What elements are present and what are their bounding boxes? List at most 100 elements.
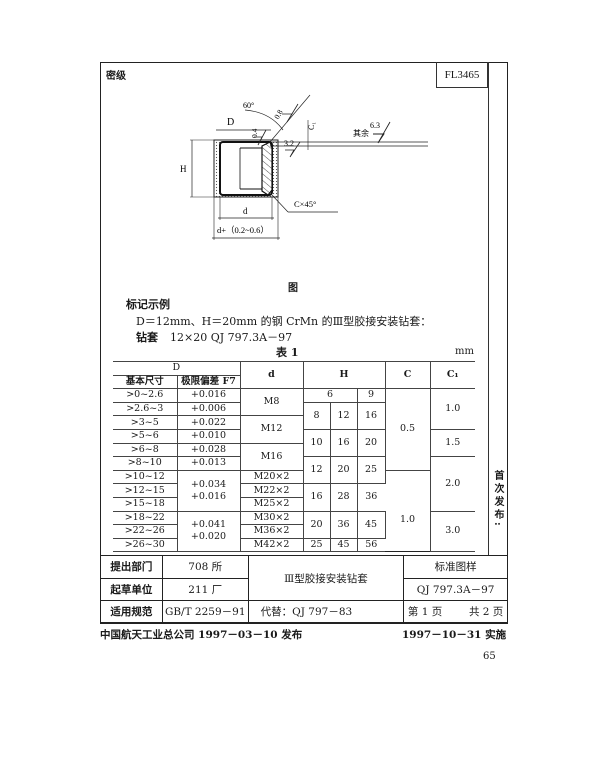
H-cell: 45 <box>356 510 386 539</box>
marking-example-value: 12×20 QJ 797.3A－97 <box>170 331 293 344</box>
replaces-value: 代替：QJ 797－83 <box>247 600 405 624</box>
d-cell: M8 <box>239 388 304 417</box>
table-row: >10~12 +0.034 +0.016 M20×2 <box>113 469 475 512</box>
H-cell: 45 <box>329 537 358 553</box>
table-row: >15~18 M25×2 <box>113 496 475 512</box>
header-basic-size: 基本尺寸 <box>113 374 178 390</box>
d-cell: M30×2 <box>239 510 304 526</box>
applicable-value: GB/T 2259－91 <box>161 600 249 624</box>
first-release-label: 首次发布: <box>492 470 503 529</box>
table-row: >5~6 +0.010 10 16 20 1.5 <box>113 428 475 458</box>
d-cell: M12 <box>239 415 303 444</box>
page-number: 65 <box>483 651 496 662</box>
basic-size-cell: >2.6~3 <box>113 401 178 417</box>
d-cell: M20×2 <box>239 469 304 485</box>
basic-size-cell: >8~10 <box>113 456 178 471</box>
table-row: >3~5 +0.022 M12 <box>113 415 475 444</box>
figure-caption: 图 <box>288 283 298 294</box>
header-H: H <box>302 360 386 390</box>
roughness-top-label: 0.4 <box>250 128 259 138</box>
tolerance-cell: +0.016 <box>176 388 241 403</box>
table-title: 表 1 <box>276 346 299 359</box>
secrecy-label: 密级 <box>106 71 126 82</box>
table-row: >8~10 +0.013 12 20 25 2.0 <box>113 456 475 512</box>
D-label: D <box>227 117 234 128</box>
spec-table: D d H C C₁ 基本尺寸 极限偏差 F7 >0~2.6 +0.016 M8… <box>113 360 475 553</box>
table-row: >0~2.6 +0.016 M8 6 9 0.5 1.0 <box>113 388 475 471</box>
H-cell: 6 <box>302 388 358 403</box>
basic-size-cell: >5~6 <box>113 428 178 444</box>
effective-date: 1997－10－31 实施 <box>402 629 507 641</box>
H-cell: 36 <box>356 483 385 512</box>
standard-type: 标准图样 <box>403 555 508 579</box>
outer-diameter-label: d+（0.2~0.6） <box>217 225 269 235</box>
side-strip-divider <box>488 62 489 555</box>
table-row: >2.6~3 +0.006 8 12 16 <box>113 401 475 430</box>
header-D: D <box>113 361 241 376</box>
d-cell: M36×2 <box>239 524 303 539</box>
roughness-symbol-icon <box>254 129 267 146</box>
H-cell: 9 <box>356 388 386 403</box>
marking-example: 钻套 12×20 QJ 797.3A－97 <box>136 329 292 345</box>
basic-size-cell: >6~8 <box>113 442 178 458</box>
table-row: >12~15 M22×2 16 28 36 <box>113 483 475 512</box>
H-cell: 20 <box>302 510 331 539</box>
roughness-chamfer-label: 3.2 <box>284 139 294 148</box>
basic-size-cell: >18~22 <box>113 510 178 526</box>
basic-size-cell: >15~18 <box>113 496 178 512</box>
table-row: >26~30 M42×2 25 45 56 <box>113 537 475 553</box>
C-cell-lower: 1.0 <box>399 514 416 525</box>
d-cell: M22×2 <box>239 483 304 498</box>
page-current: 第 1 页 <box>407 606 443 619</box>
tolerance-cell: +0.013 <box>176 456 241 471</box>
C1-cell: 1.5 <box>429 428 475 458</box>
basic-size-cell: >0~2.6 <box>113 388 178 403</box>
table-unit: mm <box>455 346 474 357</box>
tolerance-cell: +0.006 <box>176 401 241 417</box>
roughness-symbol-icon <box>285 141 301 158</box>
H-cell: 12 <box>329 401 358 430</box>
d-cell: M25×2 <box>239 496 303 512</box>
H-cell: 16 <box>329 428 358 458</box>
roughness-symbol-icon <box>373 121 391 144</box>
H-cell: 10 <box>302 428 331 458</box>
standard-number: QJ 797.3A－97 <box>403 577 508 601</box>
d-cell: M42×2 <box>239 537 304 553</box>
drafter-value: 211 厂 <box>161 577 249 601</box>
basic-size-cell: >3~5 <box>113 415 178 430</box>
tolerance-lower: +0.020 <box>190 531 227 543</box>
H-cell: 25 <box>356 456 386 485</box>
H-cell: 36 <box>329 510 358 539</box>
d-cell: M16 <box>239 442 303 471</box>
tolerance-cell: +0.028 <box>176 442 241 458</box>
chamfer-label: C×45° <box>294 199 316 209</box>
marking-description: D＝12mm、H＝20mm 的钢 CrMn 的Ⅲ型胶接安装钻套： <box>136 315 432 328</box>
basic-size-cell: >26~30 <box>113 537 178 553</box>
C1-cell: 3.0 <box>429 510 475 553</box>
angle-label: 60° <box>243 101 254 110</box>
roughness-rest-label: 6.3 <box>370 121 380 130</box>
H-cell: 28 <box>329 483 358 512</box>
header-tolerance: 极限偏差 F7 <box>176 374 240 390</box>
tolerance-cell: +0.010 <box>176 428 241 444</box>
roughness-symbol-icon <box>282 103 299 123</box>
marking-example-label: 钻套 <box>136 331 158 344</box>
C1-cell: 1.0 <box>429 388 475 430</box>
H-cell: 16 <box>302 483 331 512</box>
tolerance-upper: +0.041 <box>190 519 227 531</box>
proposer-value: 708 所 <box>161 555 249 579</box>
tolerance-cell: +0.022 <box>176 415 241 430</box>
rest-label: 其余 <box>353 128 369 138</box>
C1-label: C₁ <box>307 122 316 130</box>
tolerance-lower: +0.016 <box>190 490 227 502</box>
standard-name: Ⅲ型胶接安装钻套 <box>247 555 405 601</box>
page-info: 第 1 页 共 2 页 <box>403 600 508 624</box>
page-total: 共 2 页 <box>468 606 504 619</box>
proposer-label: 提出部门 <box>100 555 163 579</box>
basic-size-cell: >22~26 <box>113 524 178 539</box>
roughness-bore-label: 0.8 <box>272 108 285 121</box>
title-block: 提出部门 708 所 Ⅲ型胶接安装钻套 标准图样 起草单位 211 厂 QJ 7… <box>100 555 508 624</box>
tolerance-upper: +0.034 <box>190 478 227 490</box>
H-cell: 12 <box>302 456 331 485</box>
applicable-label: 适用规范 <box>100 600 163 624</box>
